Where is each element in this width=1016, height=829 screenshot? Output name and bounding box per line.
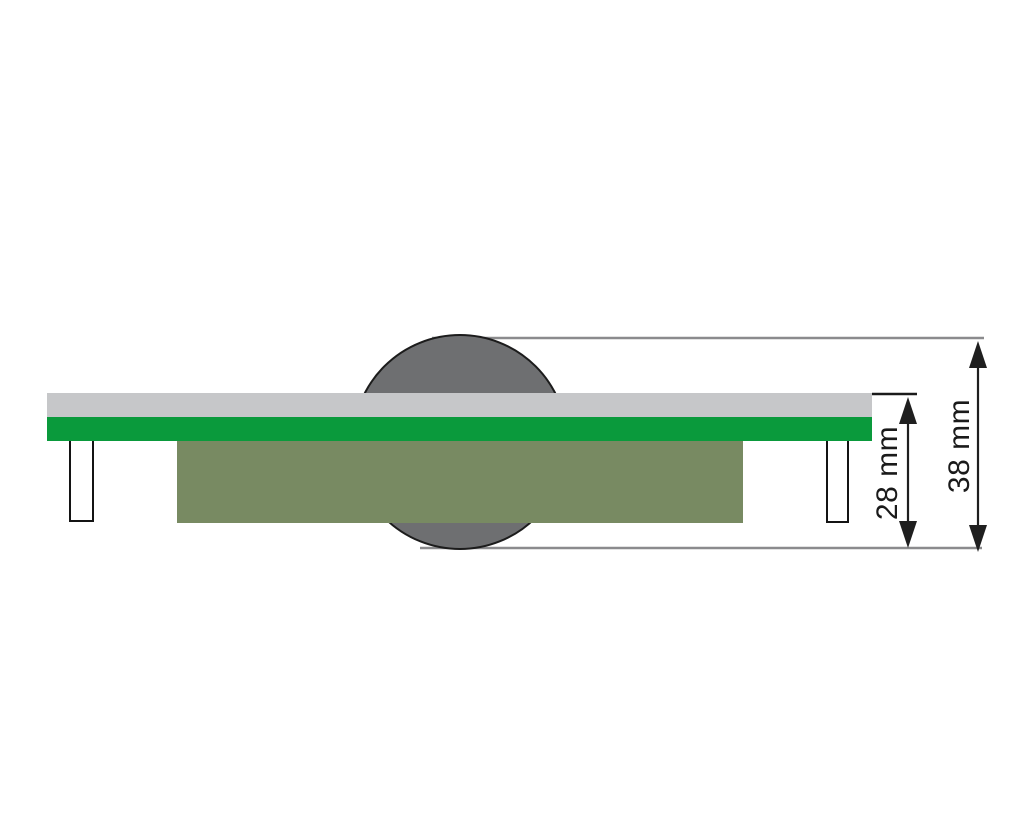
arrowhead-38mm-bottom <box>969 525 987 552</box>
arrowhead-28mm-bottom <box>899 521 917 548</box>
arrowhead-28mm-top <box>899 397 917 424</box>
dimension-label-28mm: 28 mm <box>871 425 904 521</box>
arrowhead-38mm-top <box>969 341 987 368</box>
green-board <box>47 417 872 441</box>
body-block <box>177 441 743 523</box>
mounting-leg-left <box>69 441 94 522</box>
mounting-leg-right <box>826 441 849 523</box>
dimension-label-38mm: 38 mm <box>943 398 976 494</box>
top-plate <box>47 393 872 417</box>
